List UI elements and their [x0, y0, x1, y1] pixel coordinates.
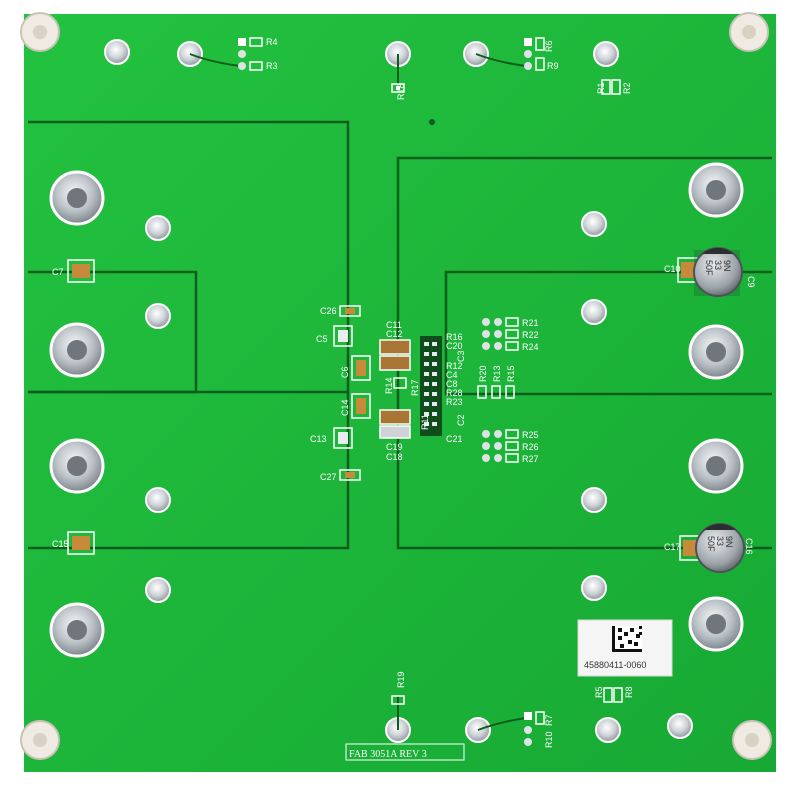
svg-text:33: 33: [713, 260, 723, 270]
capacitor-c7: [67, 259, 95, 283]
label-c10: C10: [664, 264, 681, 274]
label-c14: C14: [340, 399, 350, 416]
label-c16: C16: [744, 538, 754, 555]
label-c6: C6: [340, 366, 350, 378]
label-r2: R2: [622, 82, 632, 94]
label-r24: R24: [522, 342, 539, 352]
resistor-array-bottom: [482, 429, 519, 463]
label-r8: R8: [624, 686, 634, 698]
fab-label-box: [345, 743, 465, 761]
label-r14: R14: [384, 377, 394, 394]
svg-text:50F: 50F: [706, 536, 716, 552]
terminal-pad: [49, 602, 105, 658]
standoffs: [20, 12, 772, 760]
trace-stubs: [189, 53, 527, 731]
standoff-bottom-left: [20, 720, 60, 760]
label-c20: C20: [446, 341, 463, 351]
serial-label: [577, 619, 673, 677]
label-r11: R11: [420, 414, 430, 430]
svg-text:9N: 9N: [722, 260, 732, 272]
standoff-top-left: [20, 12, 60, 52]
label-c27: C27: [320, 472, 337, 482]
label-r27: R27: [522, 454, 539, 464]
label-c9: C9: [746, 276, 756, 288]
label-r26: R26: [522, 442, 539, 452]
capacitor-c9-marking: 9N 33 50F: [704, 260, 732, 276]
label-r5: R5: [594, 686, 604, 698]
electrolytic-capacitor-c16: [695, 523, 745, 573]
terminal-pad: [49, 322, 105, 378]
capacitor-c15: [67, 531, 95, 555]
terminal-pads: [49, 162, 744, 658]
terminal-pad: [688, 324, 744, 380]
svg-text:50F: 50F: [704, 260, 714, 276]
terminal-pad: [688, 162, 744, 218]
label-c4: C4: [446, 370, 458, 380]
label-c2: C2: [456, 414, 466, 426]
label-c8: C8: [446, 379, 458, 389]
label-c3: C3: [456, 350, 466, 362]
terminal-pad: [49, 170, 105, 226]
terminal-pad: [688, 438, 744, 494]
capacitor-c16-marking: 9N 33 50F: [706, 536, 734, 552]
label-c7: C7: [52, 267, 64, 277]
silkscreen-text: R4 R3 R18 R6 R9 R1 R2 C7 C15 C26 C5 C6 C…: [52, 37, 756, 760]
label-r23: R23: [446, 397, 463, 407]
label-r28: R28: [446, 388, 463, 398]
resistor-array-top: [477, 317, 519, 399]
label-c11: C11: [386, 320, 402, 330]
center-component-cluster: [333, 305, 442, 481]
label-r3: R3: [266, 61, 278, 71]
label-r18: R18: [396, 83, 406, 100]
label-c18: C18: [386, 452, 403, 462]
label-r25: R25: [522, 430, 539, 440]
label-c26: C26: [320, 306, 337, 316]
svg-text:33: 33: [715, 536, 725, 546]
label-c13: C13: [310, 434, 327, 444]
label-r17: R17: [410, 379, 420, 396]
label-r6: R6: [544, 40, 554, 52]
standoff-bottom-right: [732, 720, 772, 760]
label-r12: R12: [446, 361, 463, 371]
terminal-pad: [49, 438, 105, 494]
datamatrix-code: [612, 626, 642, 652]
label-c17: C17: [664, 542, 681, 552]
label-r21: R21: [522, 318, 539, 328]
resistor-footprints: [238, 37, 623, 746]
label-r10: R10: [544, 731, 554, 748]
electrolytic-capacitor-c9: [693, 247, 743, 297]
label-r15: R15: [506, 365, 516, 382]
label-c21: C21: [446, 434, 463, 444]
svg-text:9N: 9N: [724, 536, 734, 548]
label-r19: R19: [396, 671, 406, 688]
terminal-pad: [688, 596, 744, 652]
label-r9: R9: [547, 61, 559, 71]
label-c19: C19: [386, 442, 403, 452]
label-c5: C5: [316, 334, 328, 344]
label-r22: R22: [522, 330, 539, 340]
standoff-top-right: [729, 12, 769, 52]
label-r4: R4: [266, 37, 278, 47]
fab-label: FAB 3051A REV 3: [349, 749, 427, 760]
label-r16: R16: [446, 332, 463, 342]
label-r13: R13: [492, 365, 502, 382]
serial-number: 45880411-0060: [584, 660, 646, 670]
label-r20: R20: [478, 365, 488, 382]
label-c15: C15: [52, 539, 69, 549]
label-c12: C12: [386, 329, 403, 339]
label-r1: R1: [596, 82, 606, 94]
label-r7: R7: [544, 714, 554, 726]
